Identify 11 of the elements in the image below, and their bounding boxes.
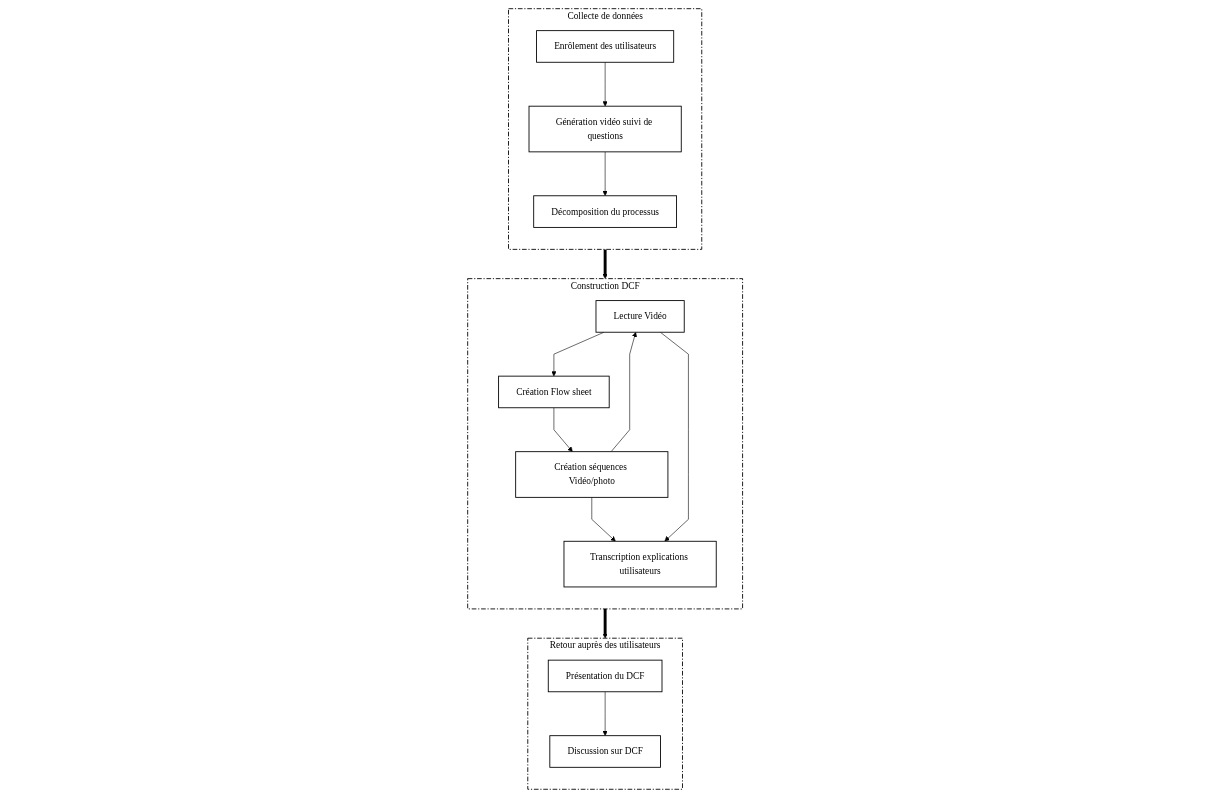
node-box: Décomposition du processus bbox=[533, 195, 677, 228]
arrow bbox=[602, 249, 608, 279]
node-box: Enrôlement des utilisateurs bbox=[535, 30, 674, 63]
node-box: Transcription explications utilisateurs bbox=[563, 540, 717, 588]
arrow bbox=[602, 608, 608, 639]
node-box: Génération vidéo suivi de questions bbox=[528, 105, 682, 153]
node-box: Discussion sur DCF bbox=[549, 735, 661, 768]
node-box: Création séquences Vidéo/photo bbox=[515, 451, 669, 498]
node-box: Lecture Vidéo bbox=[595, 300, 685, 333]
node-box: Création Flow sheet bbox=[498, 375, 610, 409]
node-box: Présentation du DCF bbox=[547, 659, 663, 693]
